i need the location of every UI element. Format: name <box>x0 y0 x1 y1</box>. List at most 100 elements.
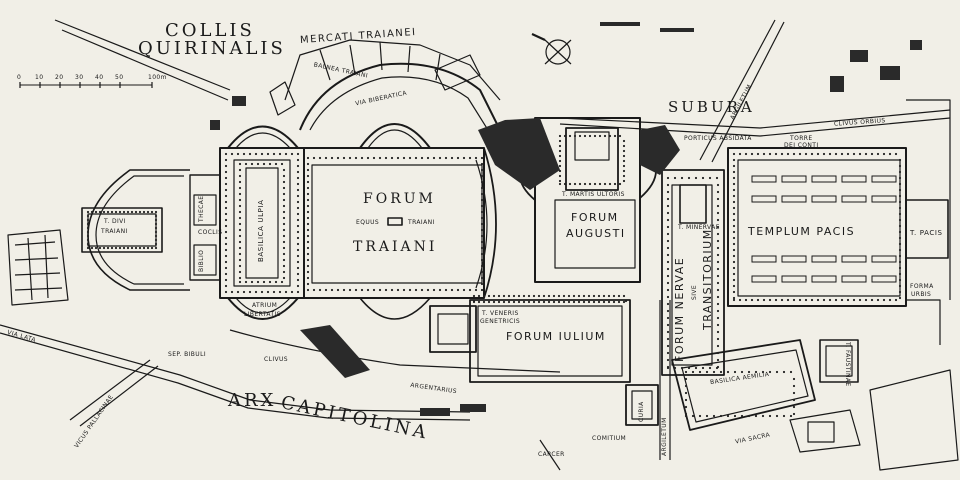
column-dot <box>238 240 242 244</box>
column-dot <box>306 180 310 184</box>
column-dot <box>282 228 286 232</box>
temple-mars-ultor <box>565 127 619 191</box>
column-dot <box>780 152 784 156</box>
column-dot <box>360 156 364 160</box>
column-dot <box>98 246 102 250</box>
column-dot <box>792 152 796 156</box>
column-dot <box>278 152 282 156</box>
column-dot <box>698 370 702 374</box>
column-dot <box>732 290 736 294</box>
column-dot <box>256 162 260 166</box>
column-dot <box>578 182 582 186</box>
column-dot <box>480 264 484 268</box>
equus-traiani-base <box>387 217 403 226</box>
column-dot <box>480 204 484 208</box>
column-dot <box>666 246 670 250</box>
column-dot <box>732 224 736 228</box>
temple-faustina <box>819 339 859 383</box>
column-dot <box>266 290 270 294</box>
column-dot <box>786 152 790 156</box>
column-dot <box>290 152 294 156</box>
column-dot <box>250 162 254 166</box>
column-dot <box>138 210 142 214</box>
label-t-divi-traiani-2: TRAIANI <box>101 228 128 235</box>
column-dot <box>732 272 736 276</box>
column-dot <box>224 284 228 288</box>
column-dot <box>712 370 716 374</box>
column-dot <box>296 170 300 174</box>
column-dot <box>732 278 736 282</box>
garden-bed <box>871 195 897 203</box>
column-dot <box>691 370 695 374</box>
column-dot <box>296 236 300 240</box>
garden-bed <box>841 195 867 203</box>
column-dot <box>547 300 551 304</box>
column-dot <box>86 246 90 250</box>
column-dot <box>306 264 310 268</box>
column-dot <box>154 218 158 222</box>
column-dot <box>480 174 484 178</box>
column-dot <box>666 295 670 299</box>
scale-tick-20: 20 <box>55 74 64 81</box>
column-dot <box>716 316 720 320</box>
column-dot <box>268 280 272 284</box>
garden-bed <box>811 195 837 203</box>
forum-traiani-square <box>303 147 485 299</box>
column-dot <box>296 194 300 198</box>
column-dot <box>122 210 126 214</box>
column-dot <box>527 294 531 298</box>
column-dot <box>602 300 606 304</box>
column-dot <box>572 294 576 298</box>
forum-iulium <box>469 299 631 383</box>
column-dot <box>306 162 310 166</box>
column-dot <box>150 210 154 214</box>
label-forma: FORMA <box>910 283 934 290</box>
column-dot <box>622 179 626 183</box>
column-dot <box>272 152 276 156</box>
column-dot <box>719 414 723 418</box>
column-dot <box>780 298 784 302</box>
column-dot <box>236 152 240 156</box>
column-dot <box>876 298 880 302</box>
column-dot <box>138 246 142 250</box>
column-dot <box>716 211 720 215</box>
column-dot <box>666 309 670 313</box>
column-dot <box>480 282 484 286</box>
column-dot <box>558 169 562 173</box>
column-dot <box>608 134 612 138</box>
column-dot <box>296 218 300 222</box>
column-dot <box>716 323 720 327</box>
label-forum-augusti-2: AUGUSTI <box>566 227 626 240</box>
column-dot <box>450 156 454 160</box>
column-dot <box>762 298 766 302</box>
column-dot <box>306 258 310 262</box>
column-dot <box>782 370 786 374</box>
column-dot <box>756 298 760 302</box>
column-dot <box>154 238 158 242</box>
column-dot <box>716 197 720 201</box>
column-dot <box>378 156 382 160</box>
column-dot <box>617 294 621 298</box>
label-forum-augusti-1: FORUM <box>571 211 619 224</box>
column-dot <box>792 412 796 416</box>
column-dot <box>684 414 688 418</box>
column-dot <box>716 225 720 229</box>
column-dot <box>732 284 736 288</box>
column-dot <box>254 290 258 294</box>
column-dot <box>306 228 310 232</box>
column-dot <box>898 212 902 216</box>
column-dot <box>684 398 688 402</box>
column-dot <box>666 239 670 243</box>
column-dot <box>898 260 902 264</box>
markets-trajan-hemicycle <box>299 62 501 131</box>
column-dot <box>480 252 484 256</box>
column-dot <box>420 156 424 160</box>
column-dot <box>716 204 720 208</box>
column-dot <box>426 288 430 292</box>
column-dot <box>593 134 597 138</box>
column-dot <box>260 290 264 294</box>
column-dot <box>716 218 720 222</box>
column-dot <box>666 358 670 362</box>
column-dot <box>898 170 902 174</box>
